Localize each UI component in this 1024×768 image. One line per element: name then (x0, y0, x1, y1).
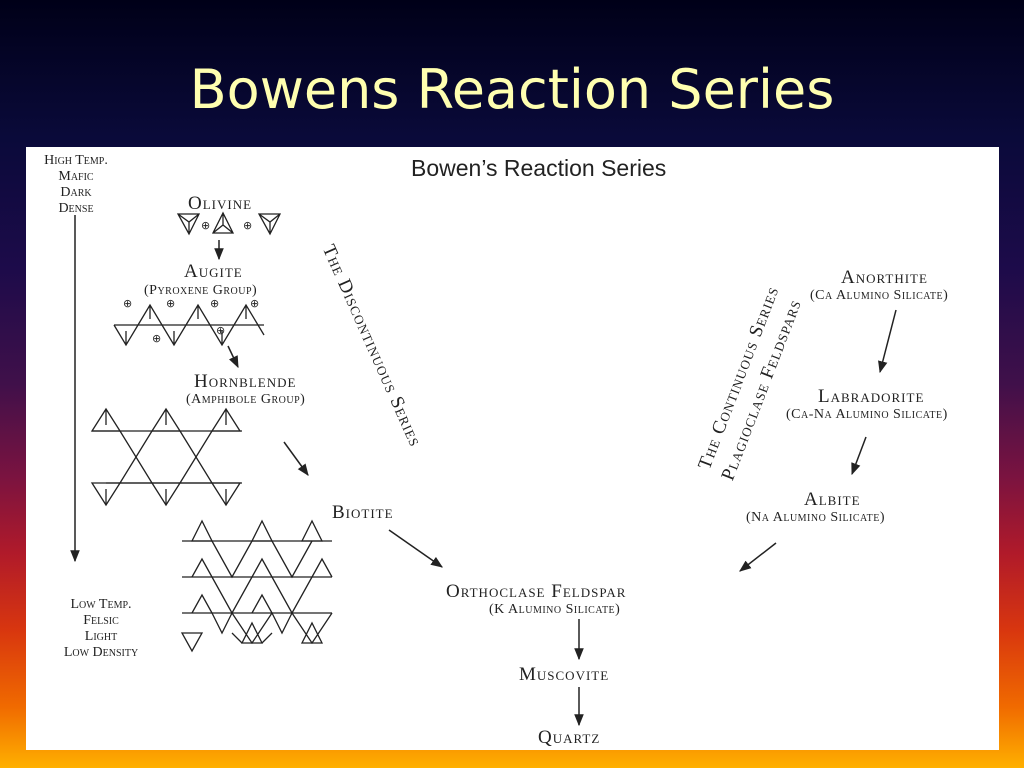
labradorite-label: Labradorite (818, 386, 925, 407)
quartz-label: Quartz (538, 727, 601, 748)
svg-text:⊕: ⊕ (201, 219, 210, 232)
low-temp-line: Low Temp. (70, 597, 132, 612)
dark-line: Dark (60, 185, 92, 200)
svg-text:⊕: ⊕ (166, 297, 175, 310)
orthoclase-label: Orthoclase Feldspar (446, 581, 627, 602)
low-density-line: Low Density (63, 645, 139, 660)
diagram-title: Bowen’s Reaction Series (411, 155, 667, 181)
olivine-ions: ⊕ ⊕ (201, 219, 252, 232)
diagram-panel: Bowen’s Reaction Series High Temp. Mafic… (26, 147, 999, 750)
albite-sub-label: (Na Alumino Silicate) (746, 510, 886, 525)
low-temp-label: Low Temp. Felsic Light Low Density (38, 597, 164, 661)
pyroxene-structure (113, 303, 265, 347)
svg-text:⊕: ⊕ (243, 219, 252, 232)
hornblende-sub-label: (Amphibole Group) (186, 392, 306, 407)
biotite-label: Biotite (332, 502, 394, 523)
olivine-structure (176, 211, 282, 236)
svg-text:⊕: ⊕ (123, 297, 132, 310)
pyroxene-ions: ⊕ ⊕ ⊕ ⊕ ⊕ ⊕ (123, 297, 259, 345)
high-temp-line: High Temp. (44, 153, 108, 168)
augite-label: Augite (184, 261, 243, 282)
hornblende-label: Hornblende (194, 371, 297, 392)
arrow-hornblende-biotite (283, 441, 309, 476)
light-line: Light (84, 629, 118, 644)
slide-title: Bowens Reaction Series (189, 58, 835, 121)
amphibole-structure (90, 407, 242, 507)
felsic-line: Felsic (83, 613, 119, 628)
svg-text:⊕: ⊕ (210, 297, 219, 310)
diagram-drawing: ⊕ ⊕ ⊕ ⊕ ⊕ ⊕ ⊕ ⊕ (70, 211, 897, 727)
anorthite-label: Anorthite (841, 267, 928, 288)
orthoclase-sub-label: (K Alumino Silicate) (489, 602, 621, 617)
svg-text:⊕: ⊕ (152, 332, 161, 345)
anorthite-sub-label: (Ca Alumino Silicate) (810, 288, 949, 303)
dense-line: Dense (58, 201, 94, 216)
high-temp-label: High Temp. Mafic Dark Dense (36, 153, 116, 217)
arrow-augite-hornblende (227, 345, 239, 369)
mica-structure (180, 519, 333, 653)
arrow-biotite-orthoclase (388, 529, 443, 568)
augite-sub-label: (Pyroxene Group) (144, 283, 258, 298)
arrow-labradorite-albite (851, 436, 867, 476)
muscovite-label: Muscovite (519, 664, 610, 685)
arrow-anorthite-labradorite (878, 309, 897, 374)
svg-text:⊕: ⊕ (216, 324, 225, 337)
labradorite-sub-label: (Ca-Na Alumino Silicate) (786, 407, 948, 422)
svg-text:⊕: ⊕ (250, 297, 259, 310)
mafic-line: Mafic (58, 169, 94, 184)
albite-label: Albite (804, 489, 861, 510)
arrow-albite-orthoclase (739, 542, 777, 572)
olivine-label: Olivine (188, 193, 253, 214)
